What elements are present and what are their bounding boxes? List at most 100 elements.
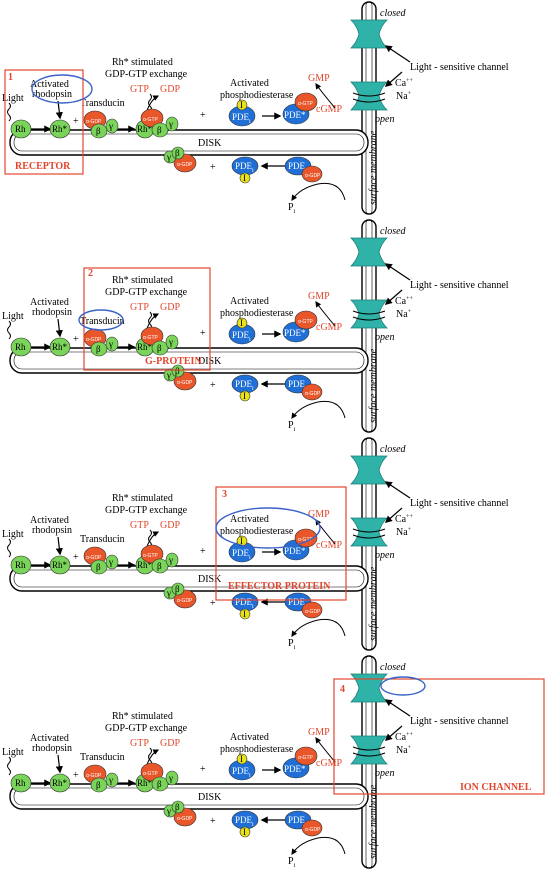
open-label: open [375,550,394,561]
alpha-gdp-recycled-2-text: α-GDP [305,609,321,615]
activated-rhodopsin-label-1: Activated [30,733,69,744]
rhodopsin-label: Rh [15,560,26,570]
pde-active-label: PDE* [284,110,306,120]
transducin-label: Transducin [80,752,125,763]
activated-rhodopsin [49,119,71,139]
closed-channel [350,455,388,485]
plus-sign: + [73,334,79,345]
channel-pore-line [352,98,386,103]
channel-arrow [384,289,403,305]
inhibitor-recycled-label: I [243,173,246,183]
alpha-gdp-text: α-GDP [86,773,102,779]
activated-rhodopsin-label: Rh* [52,778,68,788]
closed-label: closed [380,226,407,237]
alpha-gtp-subunit [140,544,164,564]
cgmp-hydrolysis-arrow [315,83,336,109]
plus-sign-2: + [200,546,206,557]
gamma-subunit [105,772,119,788]
open-label: open [375,768,394,779]
light-sensitive-channel-label: Light - sensitive channel [410,498,509,509]
plus-sign-3: + [210,598,216,609]
rhodopsin-label: Rh [15,778,26,788]
alpha-gdp-text: α-GDP [86,119,102,125]
closed-channel [350,19,388,49]
phosphate-curve [317,400,346,419]
light-squiggle [7,320,11,340]
open-label: open [375,332,394,343]
rhodopsin-label: Rh [15,342,26,352]
surface-membrane-label: surface membrane [368,784,379,859]
channel-arrow [384,725,403,741]
inhibitor-recycled-label: I [243,827,246,837]
panel-title: RECEPTOR [15,161,71,172]
light-sensitive-channel-label: Light - sensitive channel [410,716,509,727]
highlight-box [4,69,84,175]
light-label: Light [2,93,24,104]
activated-pde-label-1: Activated [230,514,269,525]
alpha-gdp-recycled-text: α-GDP [177,162,193,168]
activated-rhodopsin-label-1: Activated [30,515,69,526]
closed-channel [350,237,388,267]
rh-complex-label: Rh* [137,124,153,134]
plus-sign-2: + [200,328,206,339]
panel-number: 4 [340,684,345,695]
beta-recycled [171,800,185,814]
highlight-ellipse [215,507,321,549]
pde-active-label: PDE* [284,328,306,338]
alpha-gtp-text: α-GTP [143,117,158,123]
channel-pore-line [352,92,386,97]
alpha-gtp-subunit [140,108,164,128]
gamma-label-2: γ [168,119,173,129]
panel-number: 2 [88,268,93,279]
closed-label: closed [380,444,407,455]
phosphate-arrow [291,401,319,419]
phosphate-curve [317,836,346,855]
channel-arrow [384,45,411,63]
inhibitor-recycled [239,390,251,402]
highlight-box [83,267,211,371]
phosphate-label: Pi [288,856,296,869]
disk-inner [13,787,365,806]
channel-pore-line [352,310,386,315]
gamma-recycled-label: γ [166,806,171,816]
channel-arrow [384,481,411,499]
rhodopsin-pointer [55,754,63,774]
highlight-box [215,486,347,601]
surface-membrane-label: surface membrane [368,130,379,205]
exchange-label-1: Rh* stimulated [112,57,173,68]
open-label: open [375,114,394,125]
transducin-label: Transducin [80,98,125,109]
pde-inactive-label: PDEi [232,548,251,561]
cgmp-label: cGMP [316,104,343,115]
exchange-label-2: GDP-GTP exchange [105,287,188,298]
beta-subunit [90,559,108,575]
alpha-gdp-recycled-text: α-GDP [177,598,193,604]
cgmp-label: cGMP [316,758,343,769]
plus-sign: + [73,552,79,563]
gamma-label: γ [108,121,113,131]
alpha-gdp-recycled-2-text: α-GDP [305,173,321,179]
beta-label-2: β [157,125,162,135]
gamma-subunit-2 [165,552,179,568]
pde-inactive-label: PDEi [232,330,251,343]
surface-membrane-label: surface membrane [368,348,379,423]
activated-rhodopsin [49,555,71,575]
alpha-gtp-bound-text: α-GTP [298,537,313,543]
alpha-gdp-recycled-2 [301,383,323,401]
beta-recycled-label: β [175,366,180,376]
exchange-label-2: GDP-GTP exchange [105,505,188,516]
gtp-label: GTP [130,84,149,95]
alpha-gdp-recycled-2 [301,819,323,837]
activated-rhodopsin-label: Rh* [52,560,68,570]
channel-pore-line [352,746,386,751]
channel-arrow [384,263,411,281]
beta-subunit [90,777,108,793]
light-squiggle [7,756,11,776]
exchange-label-1: Rh* stimulated [112,493,173,504]
alpha-gtp-bound [294,310,318,330]
disk-inner [13,569,365,588]
inhibitor-recycled [239,172,251,184]
gtp-label: GTP [130,520,149,531]
